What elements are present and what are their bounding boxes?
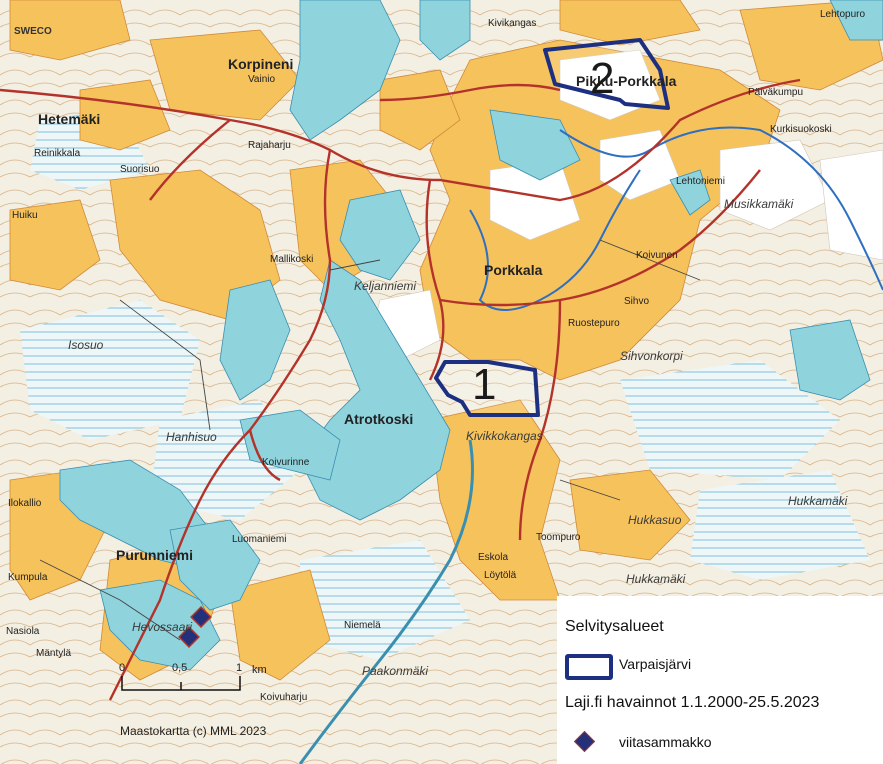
place-label-hukkasuo: Hukkasuo	[628, 513, 682, 527]
place-label-loytola: Löytölä	[484, 570, 517, 581]
place-label-porkkala: Porkkala	[484, 262, 543, 278]
place-label-musikkamaki: Musikkamäki	[724, 197, 794, 211]
place-label-lehtoniemi: Lehtoniemi	[676, 176, 725, 187]
place-label-hanhisuo: Hanhisuo	[166, 430, 217, 444]
survey-area-2-boundary[interactable]	[543, 38, 670, 110]
place-label-ilokallio: Ilokallio	[8, 498, 42, 509]
place-label-hevossaari: Hevossaari	[132, 620, 193, 634]
place-label-suorisuo: Suorisuo	[120, 164, 160, 175]
water-bodies	[59, 0, 883, 671]
roads	[0, 78, 801, 701]
place-label-reinikkala: Reinikkala	[34, 148, 81, 159]
place-label-kivikangas: Kivikangas	[488, 18, 537, 29]
scale-tick-0: 0	[119, 662, 126, 674]
field-areas	[369, 49, 883, 361]
stream-porkkala	[469, 169, 641, 311]
survey-area-number-1: 1	[472, 360, 497, 409]
copyright-text: Maastokartta (c) MML 2023	[120, 724, 267, 738]
place-label-hetemaki: Hetemäki	[38, 111, 101, 127]
observation-marker[interactable]	[178, 626, 200, 648]
place-label-kurkisuokoski: Kurkisuokoski	[770, 124, 832, 135]
place-label-huiku: Huiku	[12, 210, 38, 221]
place-label-rajaharju: Rajaharju	[248, 140, 291, 151]
place-label-mantyla: Mäntylä	[36, 648, 72, 659]
place-label-koivurinne: Koivurinne	[262, 457, 310, 468]
scale-unit: km	[252, 664, 267, 676]
legend-area-swatch	[565, 654, 613, 680]
place-label-ruostepuro: Ruostepuro	[568, 318, 620, 329]
place-label-lehtopuro: Lehtopuro	[820, 9, 866, 20]
survey-area-1-boundary[interactable]	[434, 360, 540, 417]
survey-area-number-2: 2	[590, 54, 615, 103]
legend-area-label: Varpaisjärvi	[619, 656, 692, 672]
place-label-isosuo: Isosuo	[68, 338, 104, 352]
legend-observation-marker-icon	[573, 730, 596, 753]
observation-markers	[178, 606, 212, 648]
place-label-korpineni: Korpineni	[228, 56, 294, 72]
legend-observation-label: viitasammakko	[619, 734, 712, 750]
place-label-hukkamaki-south: Hukkamäki	[626, 572, 686, 586]
map-legend: Selvitysalueet Varpaisjärvi Laji.fi hava…	[557, 596, 883, 764]
place-label-atrotkoski: Atrotkoski	[344, 411, 414, 427]
place-label-paakonmaki: Paakonmäki	[362, 664, 429, 678]
place-label-pikku-porkkala: Pikku-Porkkala	[576, 73, 677, 89]
place-label-niemela: Niemelä	[344, 620, 381, 631]
place-label-purunniemi: Purunniemi	[116, 547, 194, 563]
scale-bar	[121, 676, 241, 691]
place-label-koivunen: Koivunen	[636, 250, 678, 261]
place-label-paivakumpu: Päiväkumpu	[748, 87, 804, 98]
place-label-keljanniemi: Keljanniemi	[354, 279, 417, 293]
legend-title: Selvitysalueet	[565, 618, 664, 635]
place-label-sihvonkorpi: Sihvonkorpi	[620, 349, 683, 363]
place-label-nasiola: Nasiola	[6, 626, 40, 637]
scale-tick-0-5: 0,5	[172, 662, 188, 674]
place-label-kivikkokangas: Kivikkokangas	[466, 429, 543, 443]
place-label-koivuharju: Koivuharju	[260, 692, 308, 703]
place-label-luomaniemi: Luomaniemi	[232, 534, 287, 545]
observation-marker[interactable]	[190, 606, 212, 628]
place-label-hukkamaki-east: Hukkamäki	[788, 494, 848, 508]
place-label-toompuro: Toompuro	[536, 532, 581, 543]
stream	[559, 126, 883, 291]
river	[298, 439, 474, 764]
place-label-mallikoski: Mallikoski	[270, 254, 314, 265]
place-label-sihvo: Sihvo	[624, 296, 650, 307]
scale-tick-1: 1	[236, 662, 243, 674]
sweco-logo: SWECO	[14, 26, 52, 37]
legend-observations-title: Laji.fi havainnot 1.1.2000-25.5.2023	[565, 694, 820, 711]
minor-roads	[39, 239, 701, 641]
place-label-eskola: Eskola	[478, 552, 509, 563]
place-label-vainio: Vainio	[248, 74, 276, 85]
place-label-kumpula: Kumpula	[8, 572, 48, 583]
